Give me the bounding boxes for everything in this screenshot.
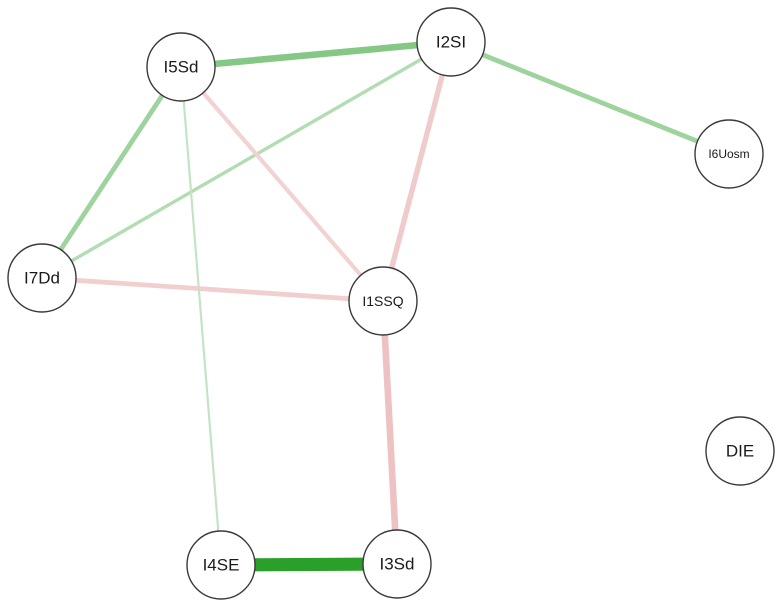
node-circle [705,416,775,486]
edge-i5sd-i2si [180,38,452,71]
edge-i7dd-i1ssq [41,275,384,304]
node-label: I1SSQ [362,293,403,309]
node-die: DIE [705,416,775,486]
node-circle [416,7,486,77]
node-i7dd: I7Dd [7,243,77,313]
node-i1ssq: I1SSQ [348,266,418,336]
node-i5sd: I5Sd [146,32,216,102]
node-label: I6Uosm [708,147,749,161]
node-i3sd: I3Sd [362,529,432,599]
edge-i1ssq-i3sd [379,300,401,565]
node-label: DIE [726,442,754,461]
node-label: I5Sd [164,58,199,77]
node-circle [146,32,216,102]
edge-i2si-i6uosm [450,39,730,157]
edge-i5sd-i7dd [39,65,184,280]
node-label: I2SI [436,33,466,52]
node-circle [186,530,256,600]
node-circle [348,266,418,336]
node-circle [7,243,77,313]
node-label: I4SE [203,556,240,575]
node-circle [362,529,432,599]
node-circle [694,119,764,189]
edge-i2si-i7dd [41,40,452,280]
edge-i5sd-i4se [179,66,223,566]
node-i6uosm: I6Uosm [694,119,764,189]
node-label: I3Sd [380,555,415,574]
edge-i5sd-i1ssq [179,65,385,303]
edge-i2si-i1ssq [380,41,454,302]
node-label: I7Dd [24,269,60,288]
node-i2si: I2SI [416,7,486,77]
node-i4se: I4SE [186,530,256,600]
